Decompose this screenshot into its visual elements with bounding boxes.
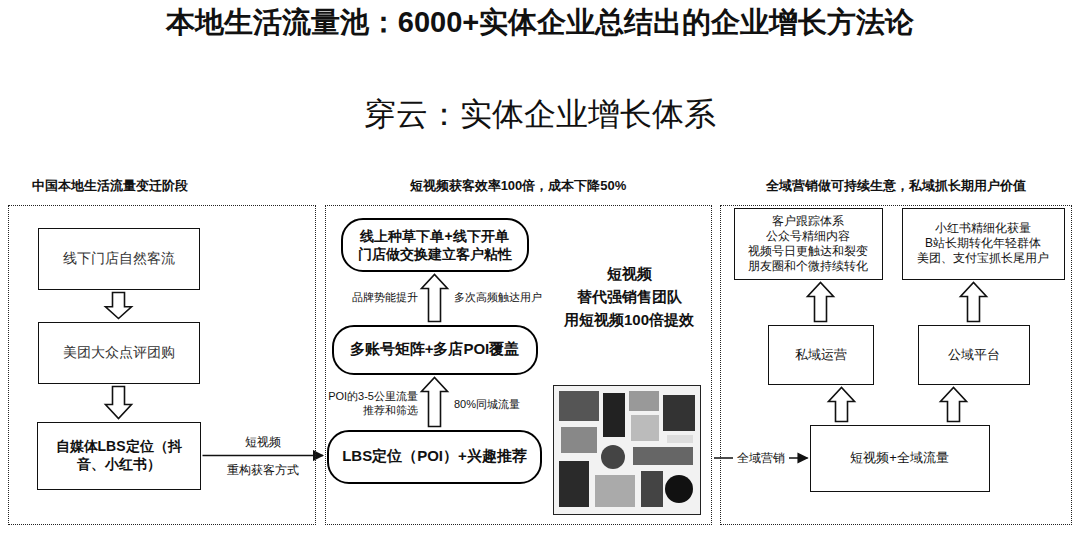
stage-panel: 短视频获客效率100倍，成本下降50%线上种草下单+线下开单 门店做交换建立客户…: [325, 205, 712, 525]
video-collage-illustration: [553, 385, 701, 515]
process-box: 线下门店自然客流: [38, 228, 200, 290]
process-box: 公域平台: [918, 325, 1030, 385]
process-pill: 多账号矩阵+多店POI覆盖: [332, 325, 538, 375]
illustration-part: [595, 475, 635, 507]
box-text: 私域运营: [795, 346, 847, 364]
illustration-part: [629, 391, 659, 411]
illustration-frame: [554, 386, 701, 515]
box-text: 美团大众点评团购: [63, 344, 175, 362]
annotation-label: 多次高频触达用户: [454, 290, 542, 304]
annotation-label: POI的3-5公里流量 推荐和筛选: [322, 389, 418, 417]
process-box: 短视频+全域流量: [810, 425, 990, 492]
box-text: LBS定位（POI）+兴趣推荐: [342, 447, 527, 466]
block-arrow: [941, 388, 967, 422]
box-text: 自媒体LBS定位（抖音、小红书）: [46, 438, 192, 474]
block-arrow: [422, 378, 448, 427]
process-pill: 线上种草下单+线下开单 门店做交换建立客户粘性: [341, 218, 529, 272]
stage-panel: 中国本地生活流量变迁阶段线下门店自然客流美团大众点评团购自媒体LBS定位（抖音、…: [8, 205, 316, 525]
box-text: 客户跟踪体系 公众号精细内容 视频号日更触达和裂变 朋友圈和个微持续转化: [743, 214, 874, 274]
illustration-part: [633, 447, 693, 465]
illustration-part: [665, 475, 693, 503]
process-box: 私域运营: [768, 325, 874, 385]
block-arrow: [829, 388, 855, 422]
block-arrow: [808, 283, 834, 322]
box-text: 小红书精细化获量 B站长期转化年轻群体 美团、支付宝抓长尾用户: [911, 221, 1056, 266]
process-box: 美团大众点评团购: [38, 322, 200, 384]
block-arrow: [106, 387, 132, 419]
illustration-part: [667, 435, 693, 443]
illustration-part: [559, 461, 589, 507]
process-box: 小红书精细化获量 B站长期转化年轻群体 美团、支付宝抓长尾用户: [902, 208, 1065, 280]
annotation-label: 短视频 替代强销售团队 用短视频100倍提效: [556, 262, 702, 331]
flow-arrow: [203, 455, 324, 456]
illustration-part: [559, 391, 599, 421]
illustration-part: [603, 393, 625, 437]
edge-label: 短视频 重构获客方式: [217, 428, 309, 484]
illustration-part: [601, 445, 625, 469]
process-box: 自媒体LBS定位（抖音、小红书）: [37, 422, 201, 490]
box-text: 线下门店自然客流: [63, 250, 175, 268]
illustration-part: [561, 427, 597, 453]
process-box: 客户跟踪体系 公众号精细内容 视频号日更触达和裂变 朋友圈和个微持续转化: [734, 208, 883, 280]
block-arrow: [422, 275, 448, 322]
subtitle: 穿云：实体企业增长体系: [0, 94, 1080, 134]
diagram-title: 本地生活流量池：6000+实体企业总结出的企业增长方法论: [0, 3, 1080, 41]
annotation-label: 80%同城流量: [454, 397, 520, 411]
process-pill: LBS定位（POI）+兴趣推荐: [327, 430, 542, 484]
illustration-part: [631, 415, 659, 441]
box-text: 公域平台: [948, 346, 1000, 364]
panel-heading: 全域营销做可持续生意，私域抓长期用户价值: [720, 177, 1072, 195]
block-arrow: [961, 283, 987, 322]
box-text: 线上种草下单+线下开单 门店做交换建立客户粘性: [355, 227, 515, 263]
box-text: 短视频+全域流量: [850, 449, 949, 467]
panel-heading: 中国本地生活流量变迁阶段: [8, 177, 213, 195]
block-arrow: [106, 293, 132, 319]
edge-label: 全域营销: [733, 450, 789, 466]
annotation-label: 品牌势能提升: [338, 290, 418, 304]
stage-panel: 全域营销做可持续生意，私域抓长期用户价值客户跟踪体系 公众号精细内容 视频号日更…: [720, 205, 1072, 525]
box-text: 多账号矩阵+多店POI覆盖: [350, 340, 520, 359]
illustration-part: [641, 471, 663, 507]
panel-heading: 短视频获客效率100倍，成本下降50%: [325, 177, 712, 195]
illustration-part: [663, 395, 695, 431]
